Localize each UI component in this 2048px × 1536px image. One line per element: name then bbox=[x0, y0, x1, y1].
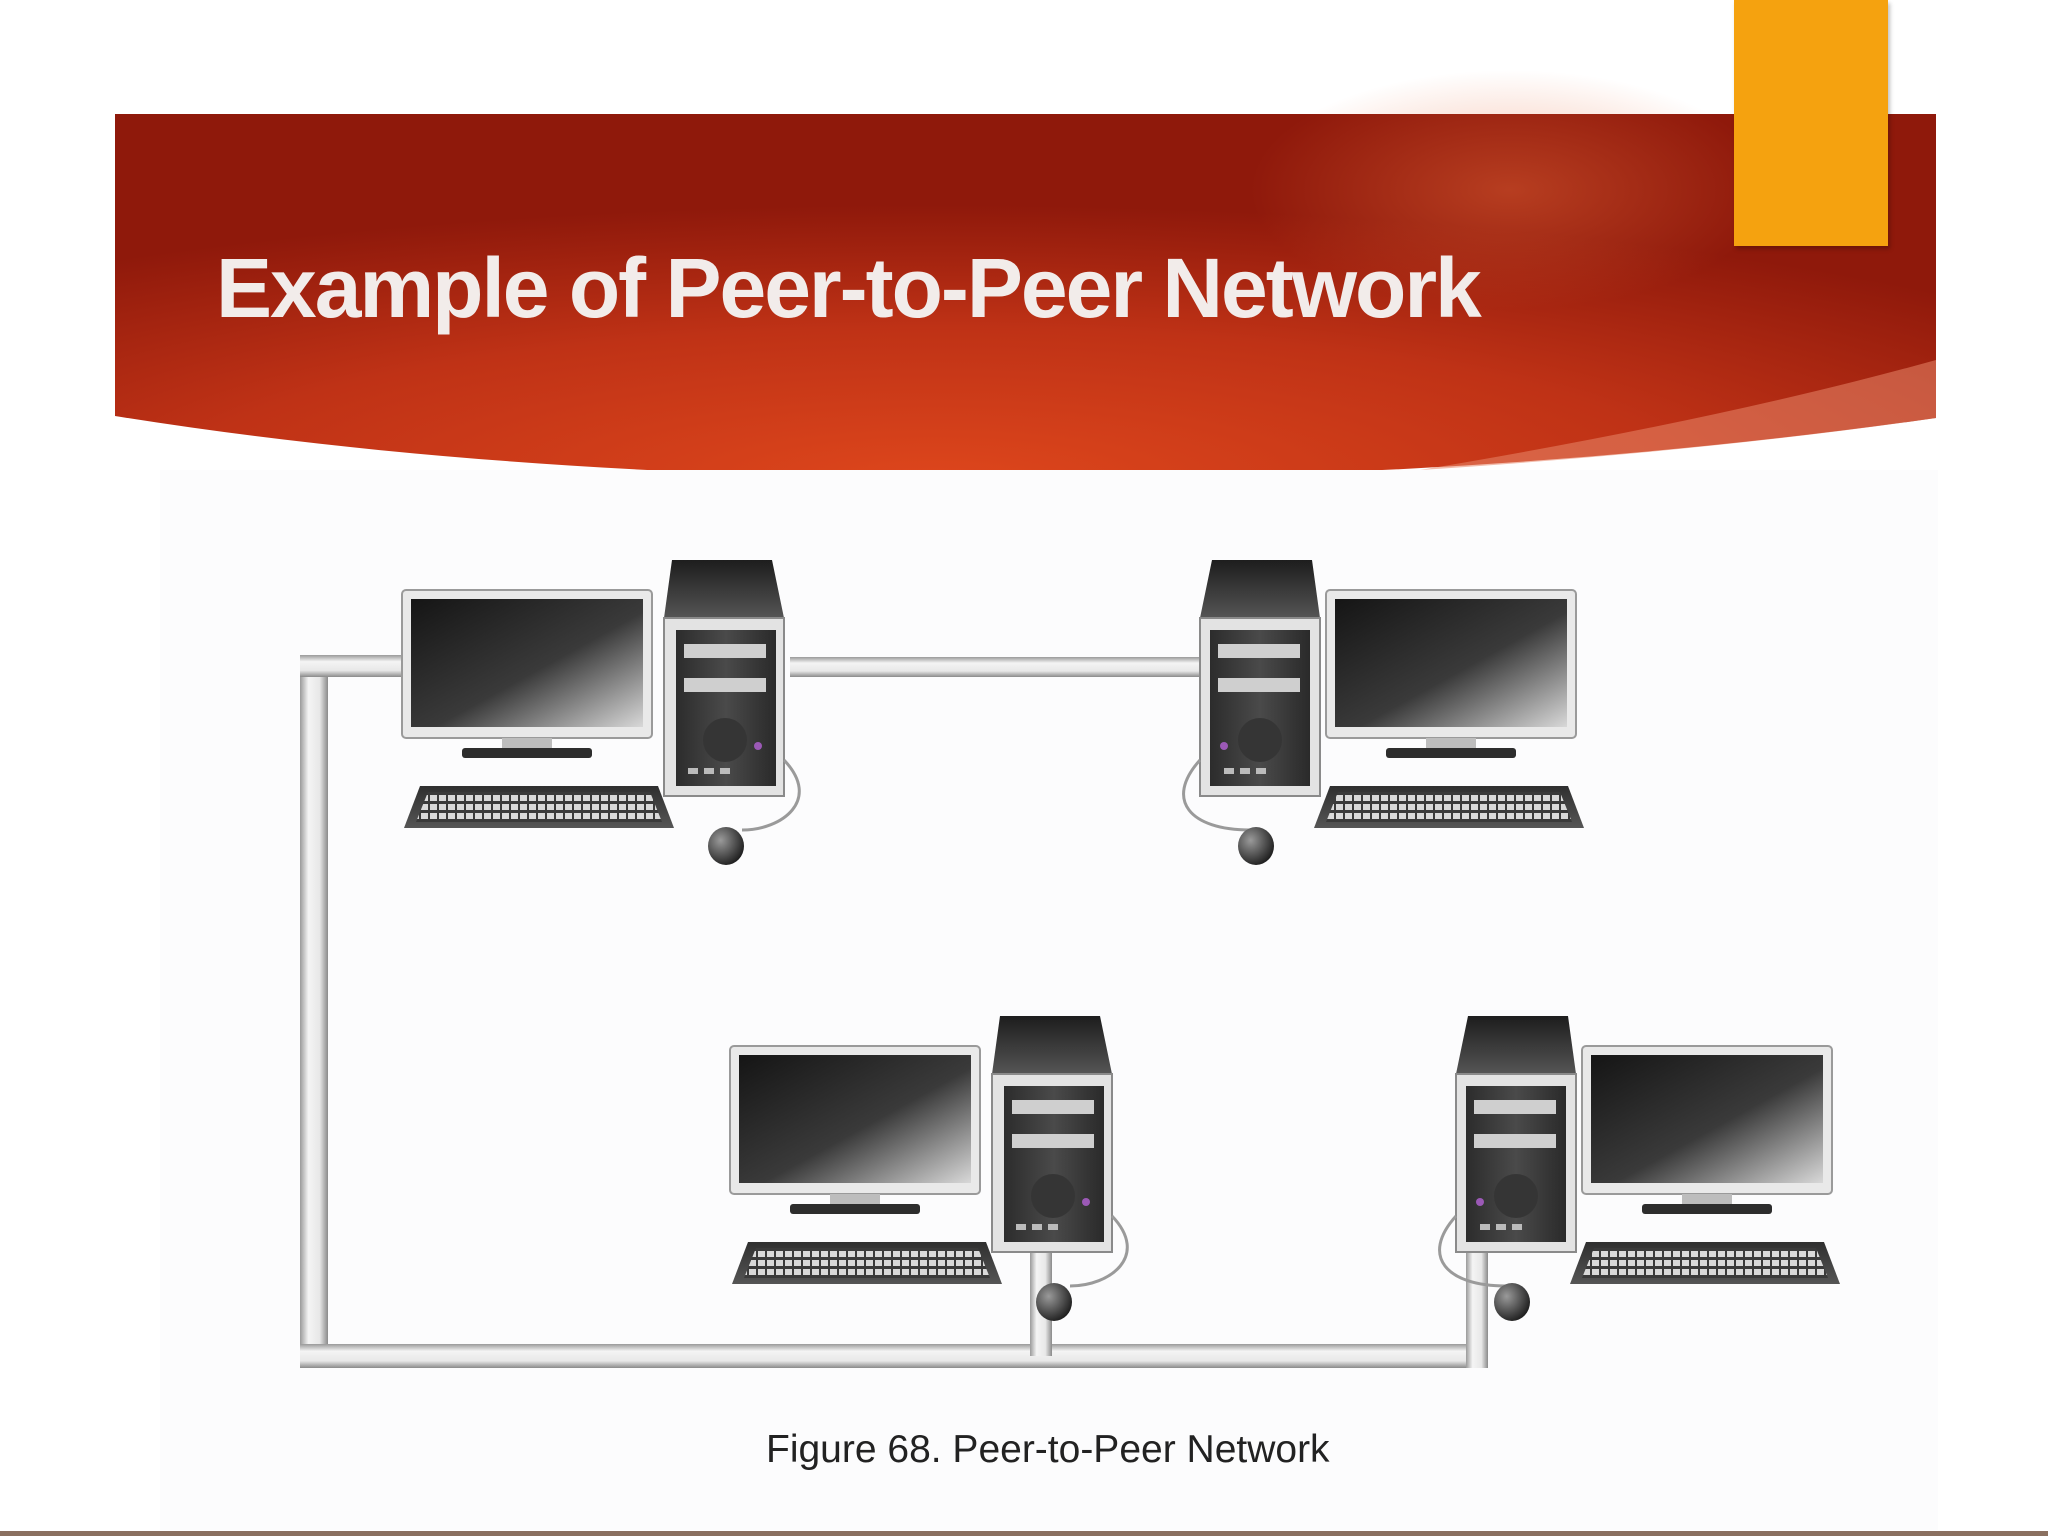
desktop-computer-icon bbox=[1182, 558, 1586, 867]
desktop-computer-icon bbox=[728, 1014, 1129, 1323]
slide-title: Example of Peer-to-Peer Network bbox=[216, 241, 1482, 335]
figure-caption: Figure 68. Peer-to-Peer Network bbox=[766, 1428, 1330, 1471]
accent-tab bbox=[1734, 0, 1888, 246]
desktop-computer-icon bbox=[400, 558, 801, 867]
title-banner bbox=[115, 70, 1936, 480]
bottom-rule bbox=[0, 1531, 2048, 1536]
desktop-computer-icon bbox=[1438, 1014, 1842, 1323]
